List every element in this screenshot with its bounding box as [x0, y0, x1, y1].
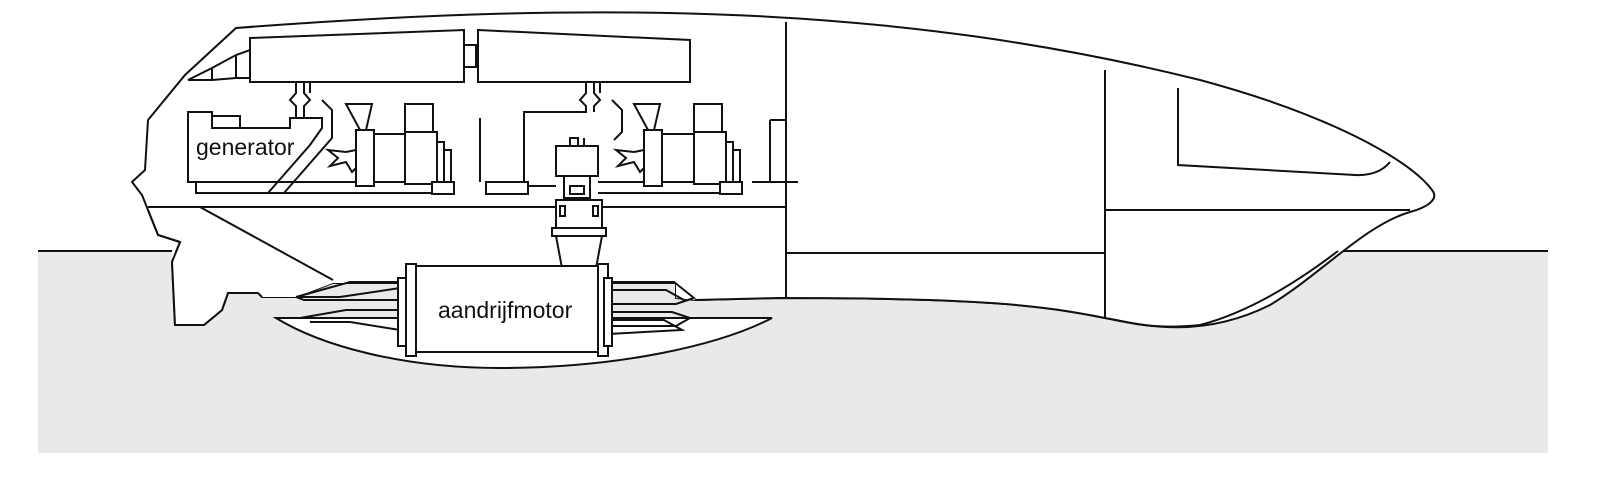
gearbox-flange: [551, 227, 607, 237]
engine-2-duct: [611, 99, 623, 141]
engine-1-side: [436, 141, 445, 183]
engine-1-side2: [443, 149, 452, 183]
pod-fore-flange: [603, 277, 613, 347]
coupling-plate: [485, 181, 529, 195]
generator-1-duct: [283, 99, 333, 194]
generator-label: generator: [196, 134, 295, 160]
gearbox-pins: [569, 137, 585, 146]
gearbox-cone: [554, 235, 604, 269]
hull-stern-lower: [147, 209, 263, 326]
engine-1-head: [404, 103, 434, 133]
generator-top-box: [211, 115, 241, 129]
motor-label: aandrijfmotor: [438, 297, 573, 323]
pod-fins-fore: [607, 281, 697, 335]
gearbox-top: [555, 145, 599, 177]
engine-2-block: [661, 133, 695, 183]
engine-1-foot: [431, 181, 455, 195]
exhaust-pipe-2: [523, 81, 602, 182]
gearbox-slot-2: [592, 205, 599, 217]
engine-2-side: [725, 141, 734, 183]
engine-1-cyl: [404, 131, 438, 185]
engine-2-foot: [719, 181, 743, 195]
fore-compartment: [1177, 88, 1391, 177]
engine-2-side2: [732, 149, 741, 183]
engine-1-turbo: [324, 148, 357, 174]
midship-bracket: [752, 119, 798, 183]
exhaust-box-1-flange: [463, 44, 477, 68]
pod-fins-aft: [295, 281, 401, 331]
engine-2-base: [598, 181, 720, 194]
gearbox-slot-1: [559, 205, 566, 217]
engine-1-block: [373, 133, 407, 183]
exhaust-box-1: [249, 28, 465, 83]
engine-2-head: [693, 103, 723, 133]
gearbox-seat: [569, 185, 585, 195]
engine-2-turbo: [612, 148, 645, 174]
stern-strut: [199, 206, 334, 281]
propulsion-motor: [415, 265, 599, 353]
engine-2-cyl: [693, 131, 727, 185]
hull-outline-lower: [694, 250, 1339, 328]
engine-2-body: [643, 129, 663, 187]
engine-1-body: [355, 129, 375, 187]
exhaust-box-2: [477, 28, 691, 83]
engine-1-base: [196, 181, 432, 194]
pod-aft-ring: [405, 263, 417, 357]
